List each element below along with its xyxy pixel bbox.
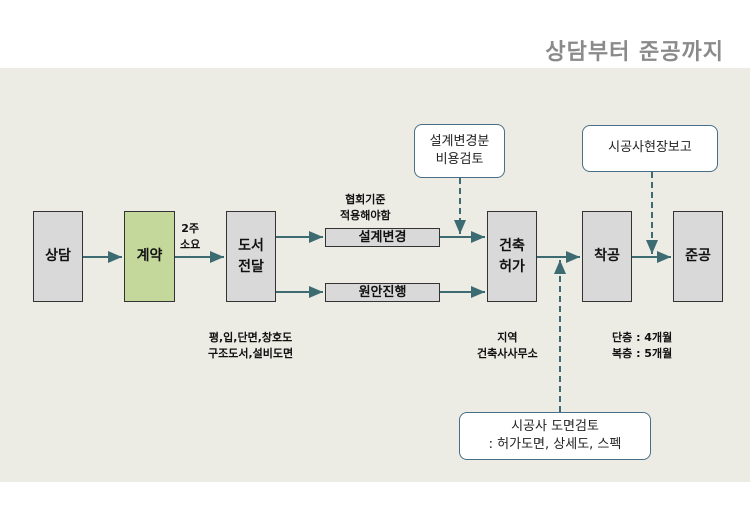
drawing-list-label: 평,입,단면,창호도 구조도서,설비도면: [208, 331, 294, 360]
duration-label: 2주 소요: [180, 222, 201, 251]
step-label: 상담: [45, 248, 71, 264]
step-contract: 계약: [124, 211, 175, 302]
step-complete: 준공: [673, 211, 723, 302]
step-consult: 상담: [33, 211, 83, 302]
branch-original: 원안진행: [325, 283, 440, 302]
association-label: 협회기준 적용해야함: [340, 193, 391, 222]
branch-design-change: 설계변경: [325, 228, 440, 247]
callout-cost-review: 설계변경분 비용검토: [414, 124, 505, 178]
step-permit: 건축 허가: [487, 211, 537, 302]
step-label: 계약: [136, 248, 163, 264]
periods-label: 단층 : 4개월 복층 : 5개월: [612, 331, 673, 360]
step-start: 착공: [582, 211, 632, 302]
page-title: 상담부터 준공까지: [545, 40, 724, 65]
callout-site-report: 시공사현장보고: [582, 125, 718, 172]
step-drawings: 도서 전달: [226, 211, 276, 302]
callout-contractor-review: 시공사 도면검토 : 허가도면, 상세도, 스펙: [459, 412, 651, 460]
local-office-label: 지역 건축사사무소: [477, 331, 538, 360]
